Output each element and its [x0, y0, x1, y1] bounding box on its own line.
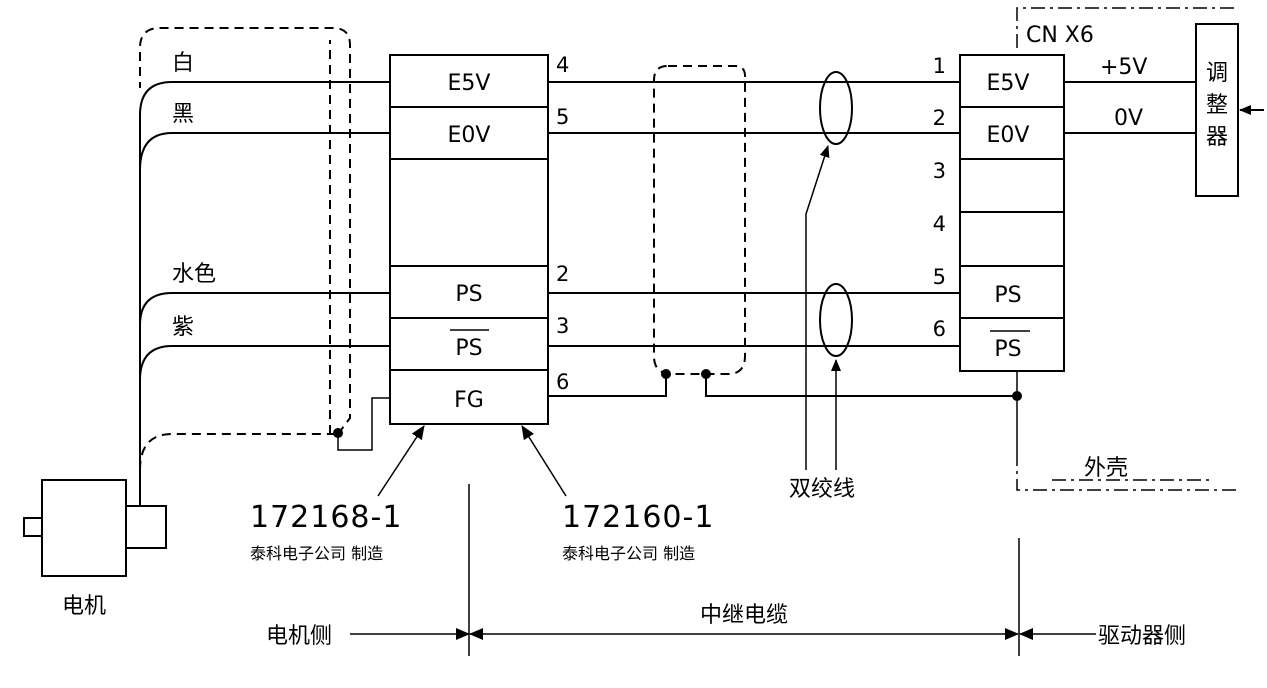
- motor-pin-5: 5: [556, 105, 569, 129]
- motor-conn-row-fg: FG: [454, 388, 484, 413]
- regulator-char-3: 器: [1206, 125, 1228, 150]
- part-number-left: 172168-1: [250, 500, 402, 535]
- motor-conn-row-ps: PS: [455, 282, 482, 307]
- regulator-char-2: 整: [1206, 93, 1228, 118]
- regulator-0v-label: 0V: [1114, 106, 1143, 131]
- motor-pin-6: 6: [556, 370, 569, 394]
- driver-pin-1: 1: [933, 54, 946, 78]
- twisted-pair-label: 双绞线: [789, 477, 855, 502]
- wire-white-label: 白: [172, 51, 194, 76]
- relay-shield-junction-left: [661, 369, 671, 379]
- section-relay-cable: 中继电缆: [700, 603, 788, 628]
- regulator-box: [1195, 23, 1239, 197]
- fg-drain-wire: [337, 397, 390, 451]
- motor-pin-3: 3: [556, 314, 569, 338]
- relay-shield: [653, 65, 746, 375]
- motor-conn-row-e5v: E5V: [448, 71, 491, 96]
- part-right-arrow: [521, 425, 567, 497]
- driver-conn-row-ps-bar: PS: [994, 337, 1021, 362]
- motor-lead-wires: [139, 81, 390, 506]
- cnx6-label: CN X6: [1026, 23, 1094, 48]
- part-number-right: 172160-1: [562, 500, 714, 535]
- section-motor-side: 电机侧: [266, 624, 332, 649]
- twisted-pair-ellipse-bottom: [819, 283, 853, 357]
- driver-pin-6: 6: [933, 317, 946, 341]
- motor-conn-row-e0v: E0V: [448, 123, 491, 148]
- motor-conn-row-ps-bar: PS: [455, 336, 482, 361]
- regulator-char-1: 调: [1206, 61, 1228, 86]
- driver-enclosure-top: [1016, 7, 1238, 48]
- regulator-plus5v-label: +5V: [1100, 55, 1147, 80]
- twisted-pair-ellipse-top: [819, 71, 853, 145]
- driver-pin-2: 2: [933, 106, 946, 130]
- part-left-arrow: [377, 425, 425, 497]
- motor-connector-block: [389, 54, 549, 425]
- motor-symbol: [23, 479, 167, 577]
- motor-label: 电机: [62, 594, 106, 619]
- relay-shield-junction-right: [701, 369, 711, 379]
- maker-right: 泰科电子公司 制造: [562, 544, 695, 563]
- shell-label: 外壳: [1084, 456, 1128, 481]
- shell-junction: [1012, 391, 1022, 401]
- wire-lightblue-label: 水色: [172, 262, 216, 287]
- maker-left: 泰科电子公司 制造: [250, 544, 383, 563]
- motor-pin-2: 2: [556, 262, 569, 286]
- driver-conn-row-e5v: E5V: [987, 71, 1030, 96]
- twisted-pair-arrow-top: [805, 145, 830, 470]
- driver-enclosure-bottom: [1016, 452, 1238, 491]
- wire-black-label: 黑: [172, 102, 194, 127]
- driver-pin-3: 3: [933, 159, 946, 183]
- driver-pin-4: 4: [933, 212, 946, 236]
- motor-pin-4: 4: [556, 53, 569, 77]
- driver-conn-row-ps: PS: [994, 283, 1021, 308]
- motor-shield-line: [139, 27, 351, 471]
- driver-pin-5: 5: [933, 265, 946, 289]
- driver-conn-row-e0v: E0V: [987, 123, 1030, 148]
- wire-purple-label: 紫: [172, 315, 194, 340]
- section-driver-side: 驱动器侧: [1098, 624, 1186, 649]
- relay-cable-wires: [548, 81, 1017, 397]
- driver-connector-block: [959, 54, 1065, 372]
